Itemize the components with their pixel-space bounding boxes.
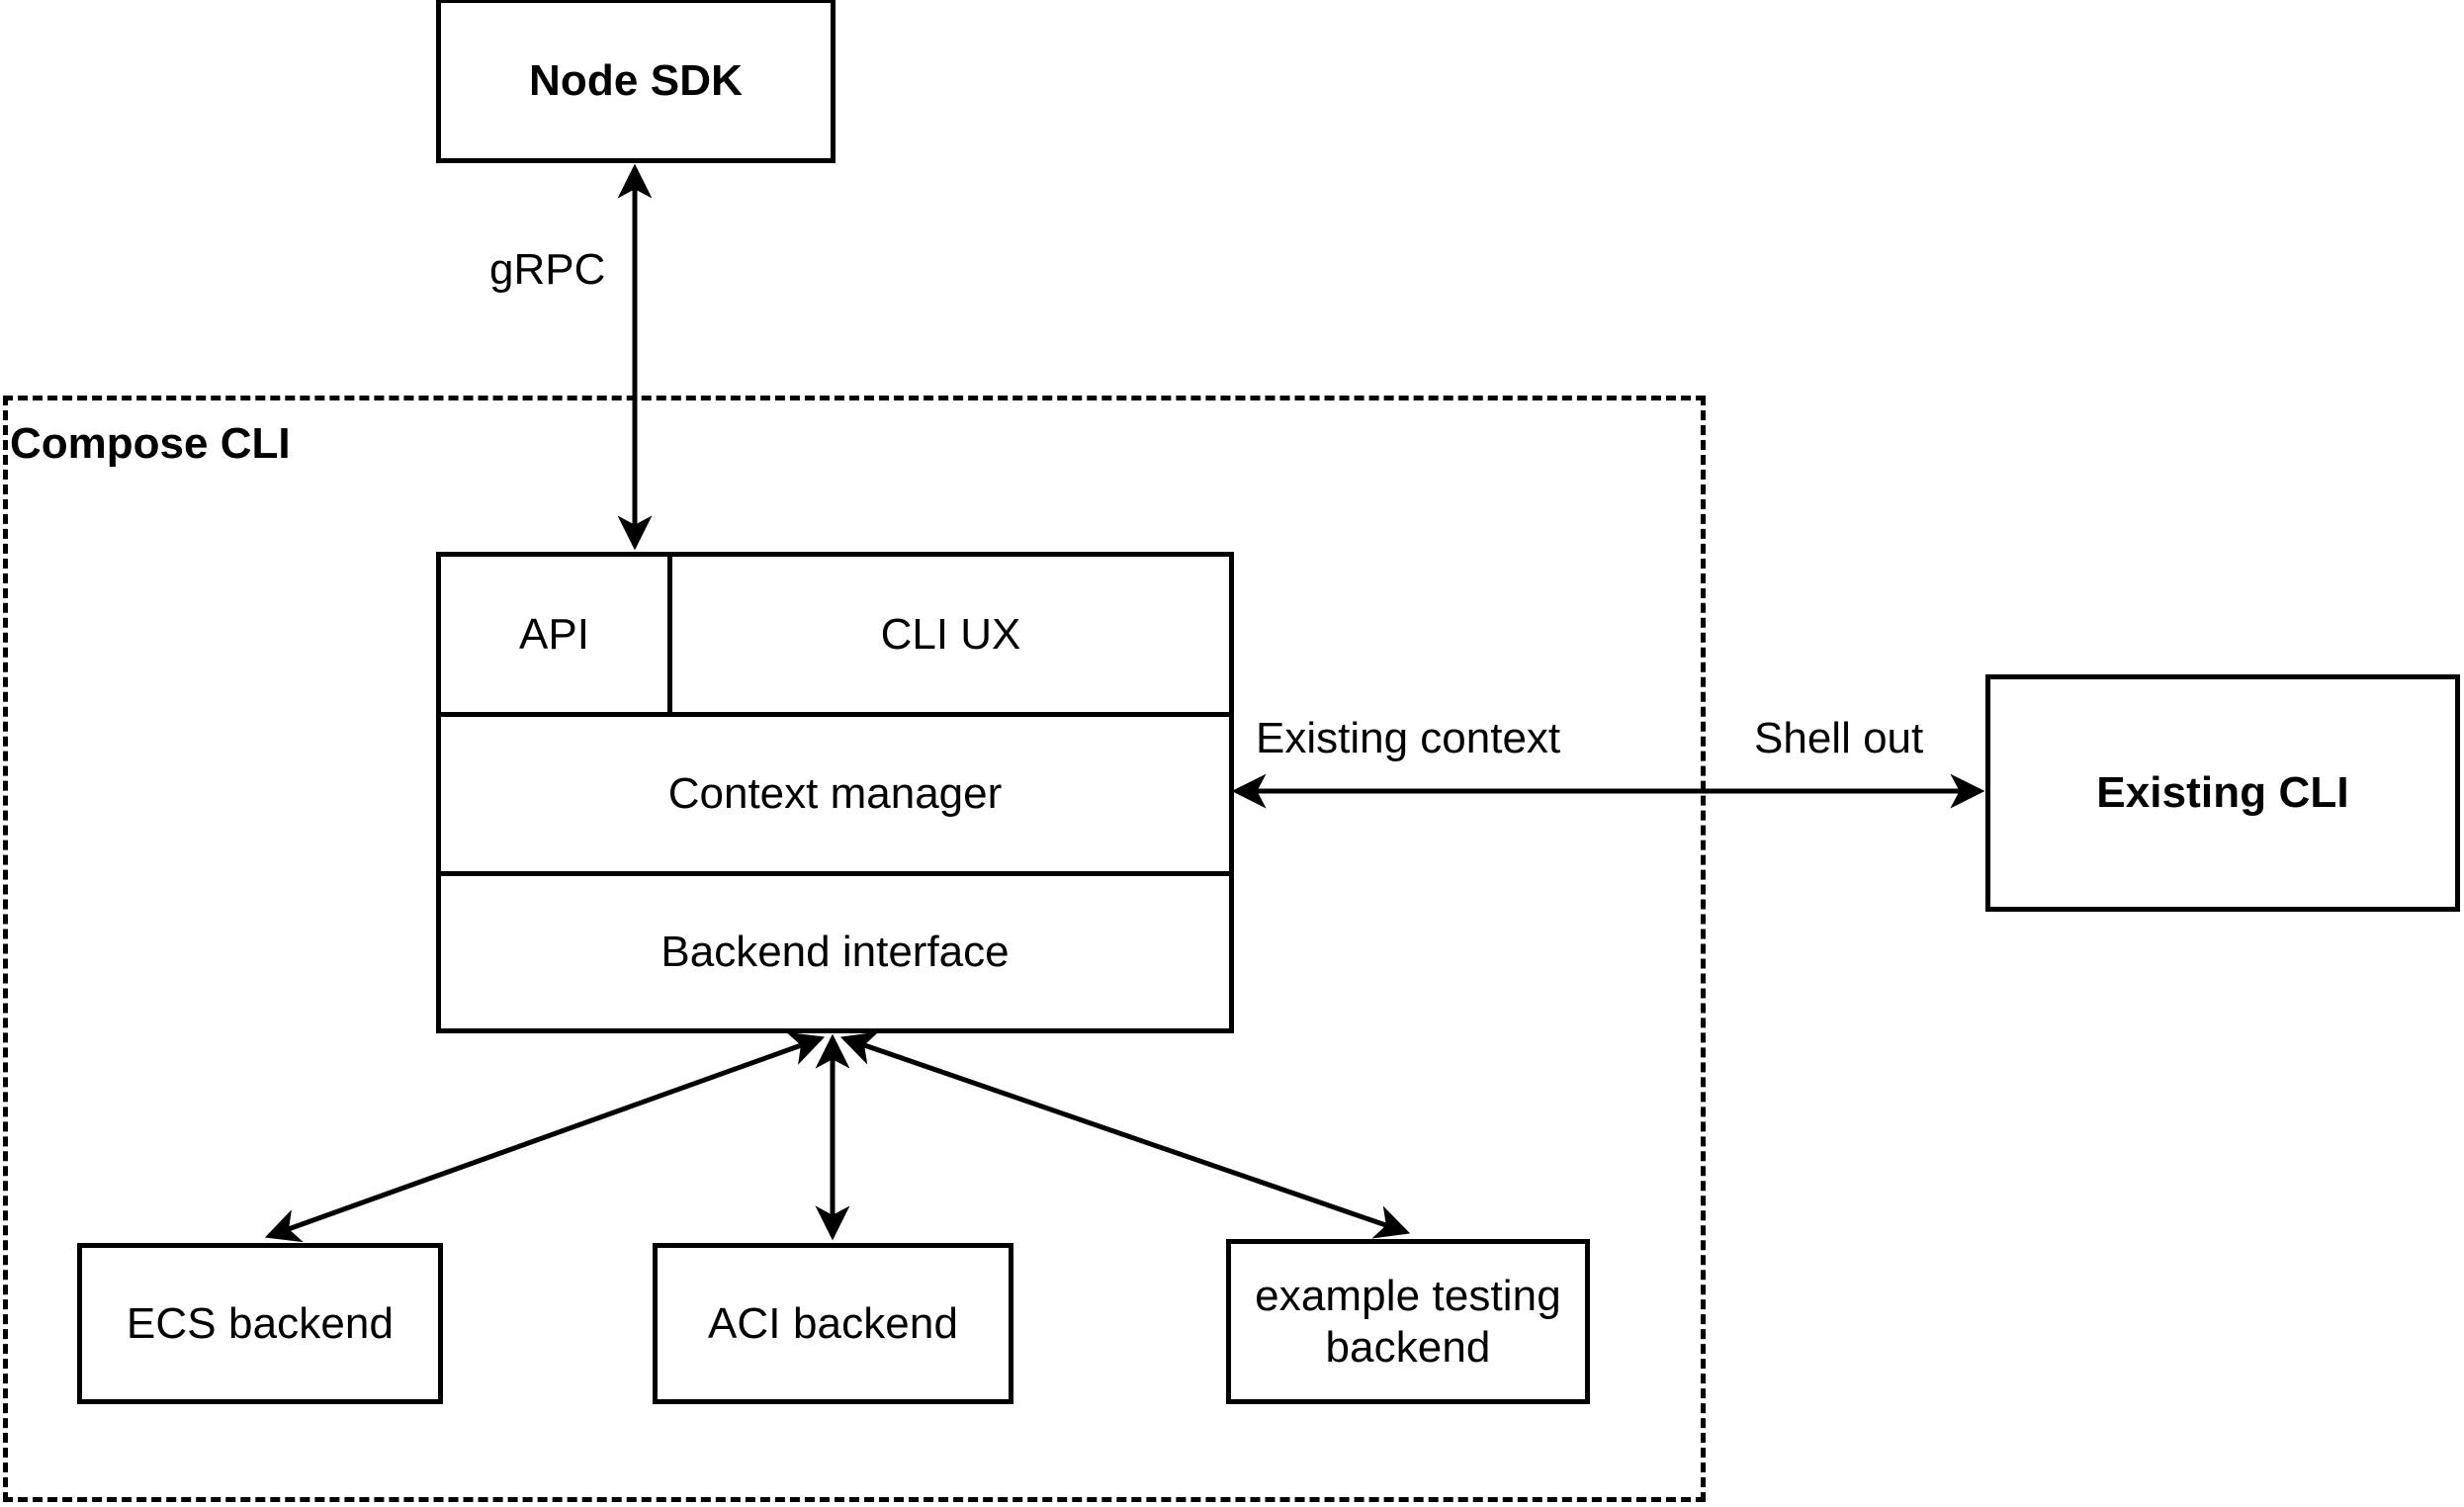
node-existing-cli-label: Existing CLI (2096, 768, 2349, 818)
cell-api-label: API (519, 609, 589, 659)
node-example-testing-backend-label: example testing backend (1255, 1271, 1561, 1372)
edge-label-grpc: gRPC (484, 245, 612, 295)
group-compose-cli-label: Compose CLI (10, 419, 291, 468)
edge-backend-ecs (264, 1031, 826, 1243)
node-existing-cli[interactable]: Existing CLI (1985, 674, 2460, 912)
row-backend-interface: Backend interface (441, 876, 1229, 1028)
node-ecs-backend[interactable]: ECS backend (77, 1243, 443, 1404)
cell-context-manager[interactable]: Context manager (441, 717, 1229, 871)
node-example-testing-backend-line1: example testing (1255, 1272, 1561, 1321)
node-example-testing-backend-line2: backend (1325, 1322, 1491, 1372)
node-node-sdk[interactable]: Node SDK (436, 0, 836, 163)
cell-cli-ux-label: CLI UX (880, 609, 1021, 659)
cell-api[interactable]: API (441, 557, 672, 712)
cell-backend-interface-label: Backend interface (660, 928, 1010, 976)
node-example-testing-backend[interactable]: example testing backend (1226, 1239, 1590, 1404)
edge-label-existing-context: Existing context (1250, 714, 1567, 763)
row-context-manager: Context manager (441, 717, 1229, 876)
group-compose-cli (3, 396, 1706, 1502)
node-aci-backend[interactable]: ACI backend (653, 1243, 1013, 1404)
node-ecs-backend-label: ECS backend (126, 1298, 395, 1348)
cell-context-manager-label: Context manager (667, 769, 1003, 818)
component-compose-cli-core: API CLI UX Context manager Backend inter… (436, 552, 1234, 1033)
node-aci-backend-label: ACI backend (707, 1298, 959, 1348)
cell-cli-ux[interactable]: CLI UX (672, 557, 1229, 712)
node-node-sdk-label: Node SDK (529, 55, 743, 105)
edge-label-shell-out: Shell out (1748, 714, 1930, 763)
edge-backend-example (839, 1031, 1411, 1239)
row-api-cliux: API CLI UX (441, 557, 1229, 717)
cell-backend-interface[interactable]: Backend interface (441, 876, 1229, 1028)
